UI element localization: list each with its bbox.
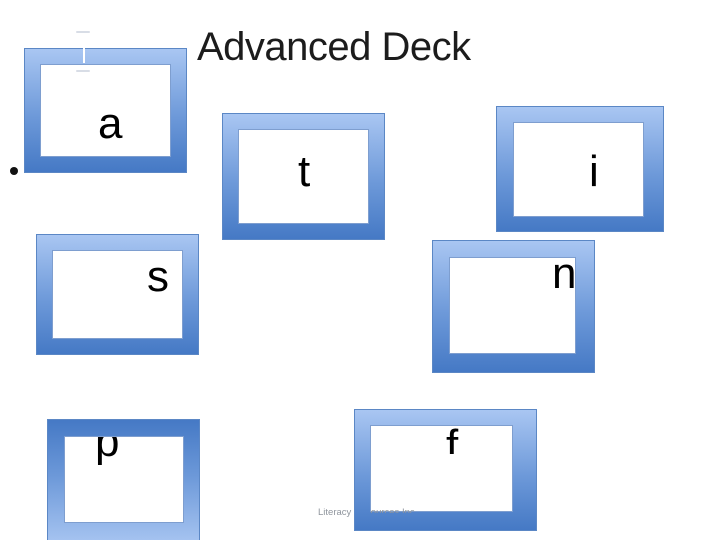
letter-card-i: i (496, 106, 664, 232)
card-letter: i (589, 147, 599, 196)
card-window: n (449, 257, 576, 354)
card-letter: f (446, 425, 459, 454)
card-window: p (64, 436, 184, 523)
card-letter: a (98, 99, 123, 148)
card-letter: p (95, 436, 120, 466)
text-cursor-artifact (83, 46, 85, 63)
cursor-tick-top (76, 31, 90, 33)
card-window: s (52, 250, 183, 339)
cursor-tick-bottom (76, 70, 90, 72)
card-letter: t (298, 147, 311, 196)
footer-text-fragment: Literacy Resources Inc (370, 507, 415, 513)
letter-card-p: p (47, 419, 200, 540)
slide-title: Advanced Deck (197, 25, 471, 69)
card-window: f (370, 425, 513, 512)
card-window: a (40, 64, 171, 157)
letter-clip-box: f (441, 425, 471, 454)
card-letter: s (147, 252, 169, 301)
card-letter: n (552, 257, 576, 298)
letter-card-a: a (24, 48, 187, 173)
letter-card-f: f (354, 409, 537, 531)
letter-card-n: n (432, 240, 595, 373)
letter-card-s: s (36, 234, 199, 355)
card-window: t (238, 129, 369, 224)
bullet-marker (10, 167, 18, 175)
card-window: i (513, 122, 644, 217)
letter-card-t: t (222, 113, 385, 240)
